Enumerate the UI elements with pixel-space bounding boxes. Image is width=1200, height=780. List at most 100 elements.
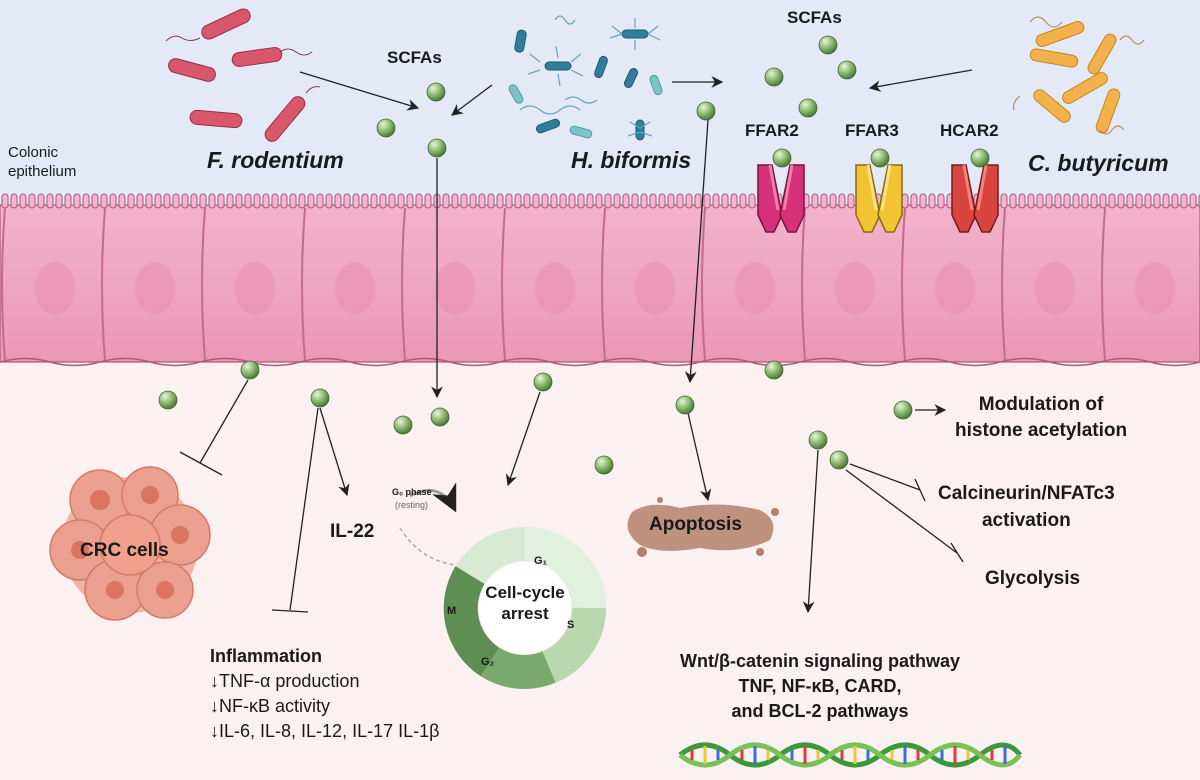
microvillus bbox=[460, 193, 468, 209]
microvillus bbox=[595, 193, 603, 209]
microvillus bbox=[721, 193, 729, 209]
cell-nucleus bbox=[835, 262, 875, 314]
microvillus bbox=[1081, 193, 1089, 209]
microvillus bbox=[847, 193, 855, 209]
modulation-line1: Modulation of bbox=[978, 394, 1104, 415]
inflammation-item: ↓IL-6, IL-8, IL-12, IL-17 IL-1β bbox=[210, 721, 440, 741]
microvillus bbox=[82, 193, 90, 209]
scfa-molecule bbox=[430, 407, 450, 427]
microvillus bbox=[505, 193, 513, 209]
scfa-molecules bbox=[158, 35, 990, 475]
scfa-molecule bbox=[533, 372, 553, 392]
cell-wall bbox=[901, 207, 906, 361]
scfa-molecule bbox=[426, 82, 446, 102]
cell-nucleus bbox=[435, 262, 475, 314]
microvillus bbox=[361, 193, 369, 209]
microvillus bbox=[19, 193, 27, 209]
scfa-molecule bbox=[772, 148, 792, 168]
cell-nucleus bbox=[635, 262, 675, 314]
ffar3-receptor-icon bbox=[855, 164, 903, 233]
scfa-molecule bbox=[393, 415, 413, 435]
scfa-molecule bbox=[970, 148, 990, 168]
microvillus bbox=[1135, 193, 1143, 209]
cell-wall bbox=[401, 207, 406, 361]
microvillus bbox=[604, 193, 612, 209]
microvillus bbox=[1009, 193, 1017, 209]
microvillus bbox=[1, 193, 9, 209]
scfa-molecule bbox=[158, 390, 178, 410]
cell-wall bbox=[101, 207, 106, 361]
microvillus bbox=[55, 193, 63, 209]
microvillus bbox=[703, 193, 711, 209]
microvillus bbox=[64, 193, 72, 209]
microvillus bbox=[928, 193, 936, 209]
microvillus bbox=[1180, 193, 1188, 209]
microvillus bbox=[10, 193, 18, 209]
microvillus bbox=[820, 193, 828, 209]
cell-nucleus bbox=[1035, 262, 1075, 314]
scfa-molecule bbox=[675, 395, 695, 415]
ffar3-label: FFAR3 bbox=[845, 121, 899, 140]
microvillus bbox=[1018, 193, 1026, 209]
scfa-molecule bbox=[240, 360, 260, 380]
cell-cycle-diagram bbox=[399, 482, 606, 689]
microvillus bbox=[586, 193, 594, 209]
hcar2-label: HCAR2 bbox=[940, 121, 999, 140]
scfa-molecule bbox=[798, 98, 818, 118]
c-butyricum-label: C. butyricum bbox=[1028, 150, 1169, 176]
inflammation-item: ↓NF-κB activity bbox=[210, 696, 331, 716]
microvillus bbox=[28, 193, 36, 209]
microvillus bbox=[343, 193, 351, 209]
microvillus bbox=[667, 193, 675, 209]
scfa-molecule bbox=[594, 455, 614, 475]
microvillus bbox=[406, 193, 414, 209]
cell-nucleus bbox=[535, 262, 575, 314]
g0-phase-label: G₀ phase bbox=[392, 487, 432, 497]
microvillus bbox=[1090, 193, 1098, 209]
microvillus bbox=[316, 193, 324, 209]
microvillus bbox=[37, 193, 45, 209]
dna-helix-icon bbox=[678, 742, 1022, 768]
h-biformis-label: H. biformis bbox=[571, 147, 692, 173]
microvillus bbox=[532, 193, 540, 209]
scfa-molecule bbox=[837, 60, 857, 80]
cell-nucleus bbox=[135, 262, 175, 314]
scfa-molecule bbox=[764, 360, 784, 380]
hcar2-receptor-icon bbox=[951, 164, 999, 233]
microvillus bbox=[217, 193, 225, 209]
microvillus bbox=[280, 193, 288, 209]
microvillus bbox=[811, 193, 819, 209]
microvillus bbox=[181, 193, 189, 209]
g1-label: G₁ bbox=[534, 555, 548, 567]
microvillus bbox=[271, 193, 279, 209]
scfa-molecule bbox=[818, 35, 838, 55]
microvillus bbox=[253, 193, 261, 209]
colonic-label-line1: Colonic bbox=[8, 144, 59, 161]
microvillus bbox=[523, 193, 531, 209]
cell-nucleus bbox=[335, 262, 375, 314]
microvillus bbox=[622, 193, 630, 209]
microvillus bbox=[307, 193, 315, 209]
cell-nucleus bbox=[1135, 262, 1175, 314]
inflammation-title: Inflammation bbox=[210, 646, 323, 666]
wnt-pathway-label: Wnt/β-catenin signaling pathway TNF, NF-… bbox=[640, 649, 1000, 724]
microvillus bbox=[442, 193, 450, 209]
microvillus bbox=[469, 193, 477, 209]
microvillus bbox=[1117, 193, 1125, 209]
colonic-epithelium-label: Colonic epithelium bbox=[8, 143, 76, 181]
microvillus bbox=[424, 193, 432, 209]
microvillus bbox=[577, 193, 585, 209]
microvillus bbox=[685, 193, 693, 209]
wnt-line1: Wnt/β-catenin signaling pathway bbox=[679, 651, 960, 671]
microvillus bbox=[568, 193, 576, 209]
c-butyricum-bacteria-icon bbox=[1013, 16, 1145, 135]
colonic-epithelium bbox=[0, 193, 1200, 367]
f-rodentium-bacteria-icon bbox=[165, 8, 321, 142]
microvillus bbox=[550, 193, 558, 209]
scfa-molecule bbox=[764, 67, 784, 87]
scfa-molecule bbox=[376, 118, 396, 138]
microvillus bbox=[73, 193, 81, 209]
scfas-label-right: SCFAs bbox=[787, 8, 842, 27]
microvillus bbox=[334, 193, 342, 209]
microvillus bbox=[496, 193, 504, 209]
